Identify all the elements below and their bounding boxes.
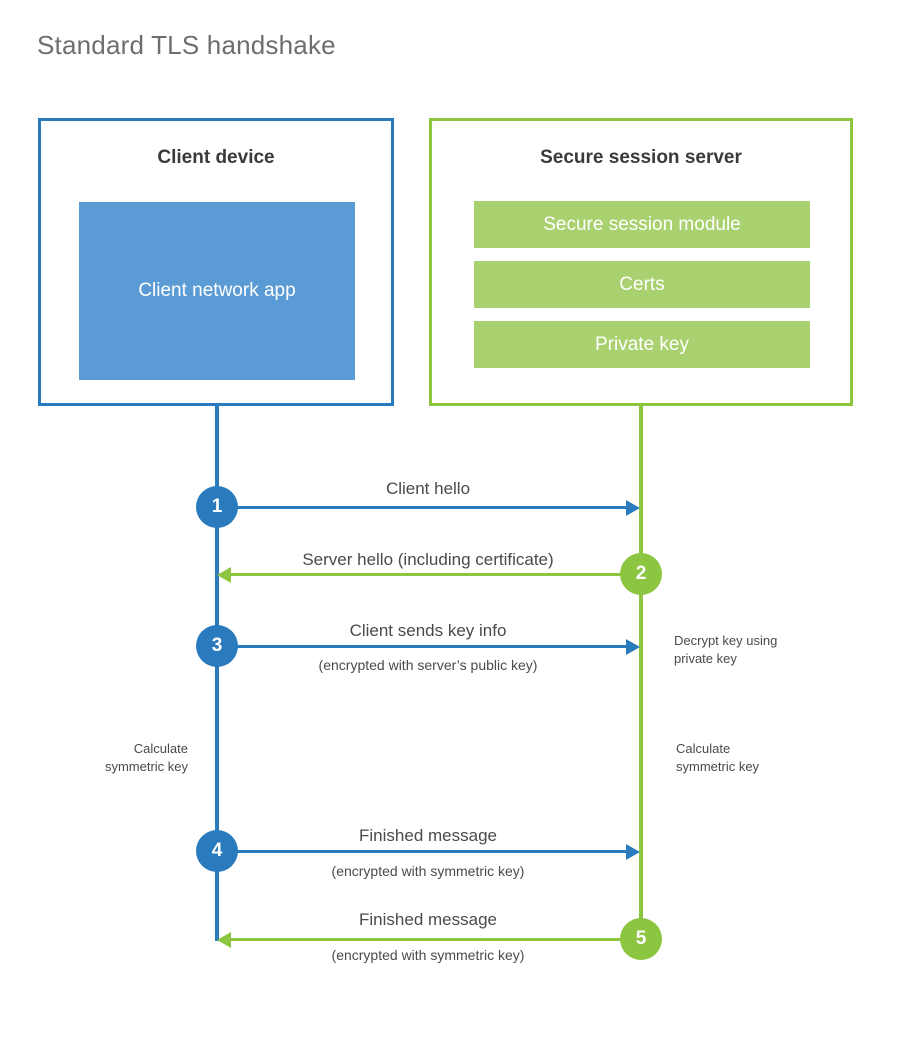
client-device-box: Client device Client network app	[38, 118, 394, 406]
step-5-sublabel: (encrypted with symmetric key)	[331, 947, 525, 963]
step-2-arrow-line	[231, 573, 626, 576]
client-network-app-block: Client network app	[79, 202, 355, 380]
step-2-arrowhead-left-icon	[217, 567, 231, 583]
step-2-label: Server hello (including certificate)	[302, 550, 554, 569]
step-3-label: Client sends key info	[349, 621, 507, 640]
step-4-sublabel: (encrypted with symmetric key)	[331, 863, 525, 879]
step-4-label: Finished message	[359, 826, 497, 845]
step-4-circle[interactable]: 4	[196, 830, 238, 872]
step-3-arrow-line	[217, 645, 626, 648]
server-components-list: Secure session module Certs Private key	[474, 201, 810, 368]
server-calculate-symmetric-key-note: Calculate symmetric key	[676, 741, 760, 774]
step-1-arrow-line	[217, 506, 626, 509]
step-3-arrowhead-right-icon	[626, 639, 640, 655]
step-5-circle[interactable]: 5	[620, 918, 662, 960]
page-title: Standard TLS handshake	[37, 30, 336, 60]
client-lifeline	[215, 404, 219, 941]
secure-session-server-title: Secure session server	[540, 147, 742, 168]
server-component-certs: Certs	[474, 261, 810, 308]
step-2-circle[interactable]: 2	[620, 553, 662, 595]
step-5-arrowhead-left-icon	[217, 932, 231, 948]
server-component-secure-session-module: Secure session module	[474, 201, 810, 248]
server-lifeline	[639, 404, 643, 941]
step-1-arrowhead-right-icon	[626, 500, 640, 516]
step-4-arrow-line	[217, 850, 626, 853]
step-4-arrowhead-right-icon	[626, 844, 640, 860]
step-1-label: Client hello	[385, 479, 471, 498]
client-device-title: Client device	[157, 147, 275, 168]
step-5-arrow-line	[231, 938, 626, 941]
step-1-circle[interactable]: 1	[196, 486, 238, 528]
step-3-circle[interactable]: 3	[196, 625, 238, 667]
step-3-sublabel: (encrypted with server’s public key)	[318, 657, 538, 673]
server-decrypt-note: Decrypt key using private key	[674, 633, 778, 666]
server-component-private-key: Private key	[474, 321, 810, 368]
step-5-label: Finished message	[359, 910, 497, 929]
client-calculate-symmetric-key-note: Calculate symmetric key	[104, 741, 188, 774]
secure-session-server-box: Secure session server Secure session mod…	[429, 118, 853, 406]
